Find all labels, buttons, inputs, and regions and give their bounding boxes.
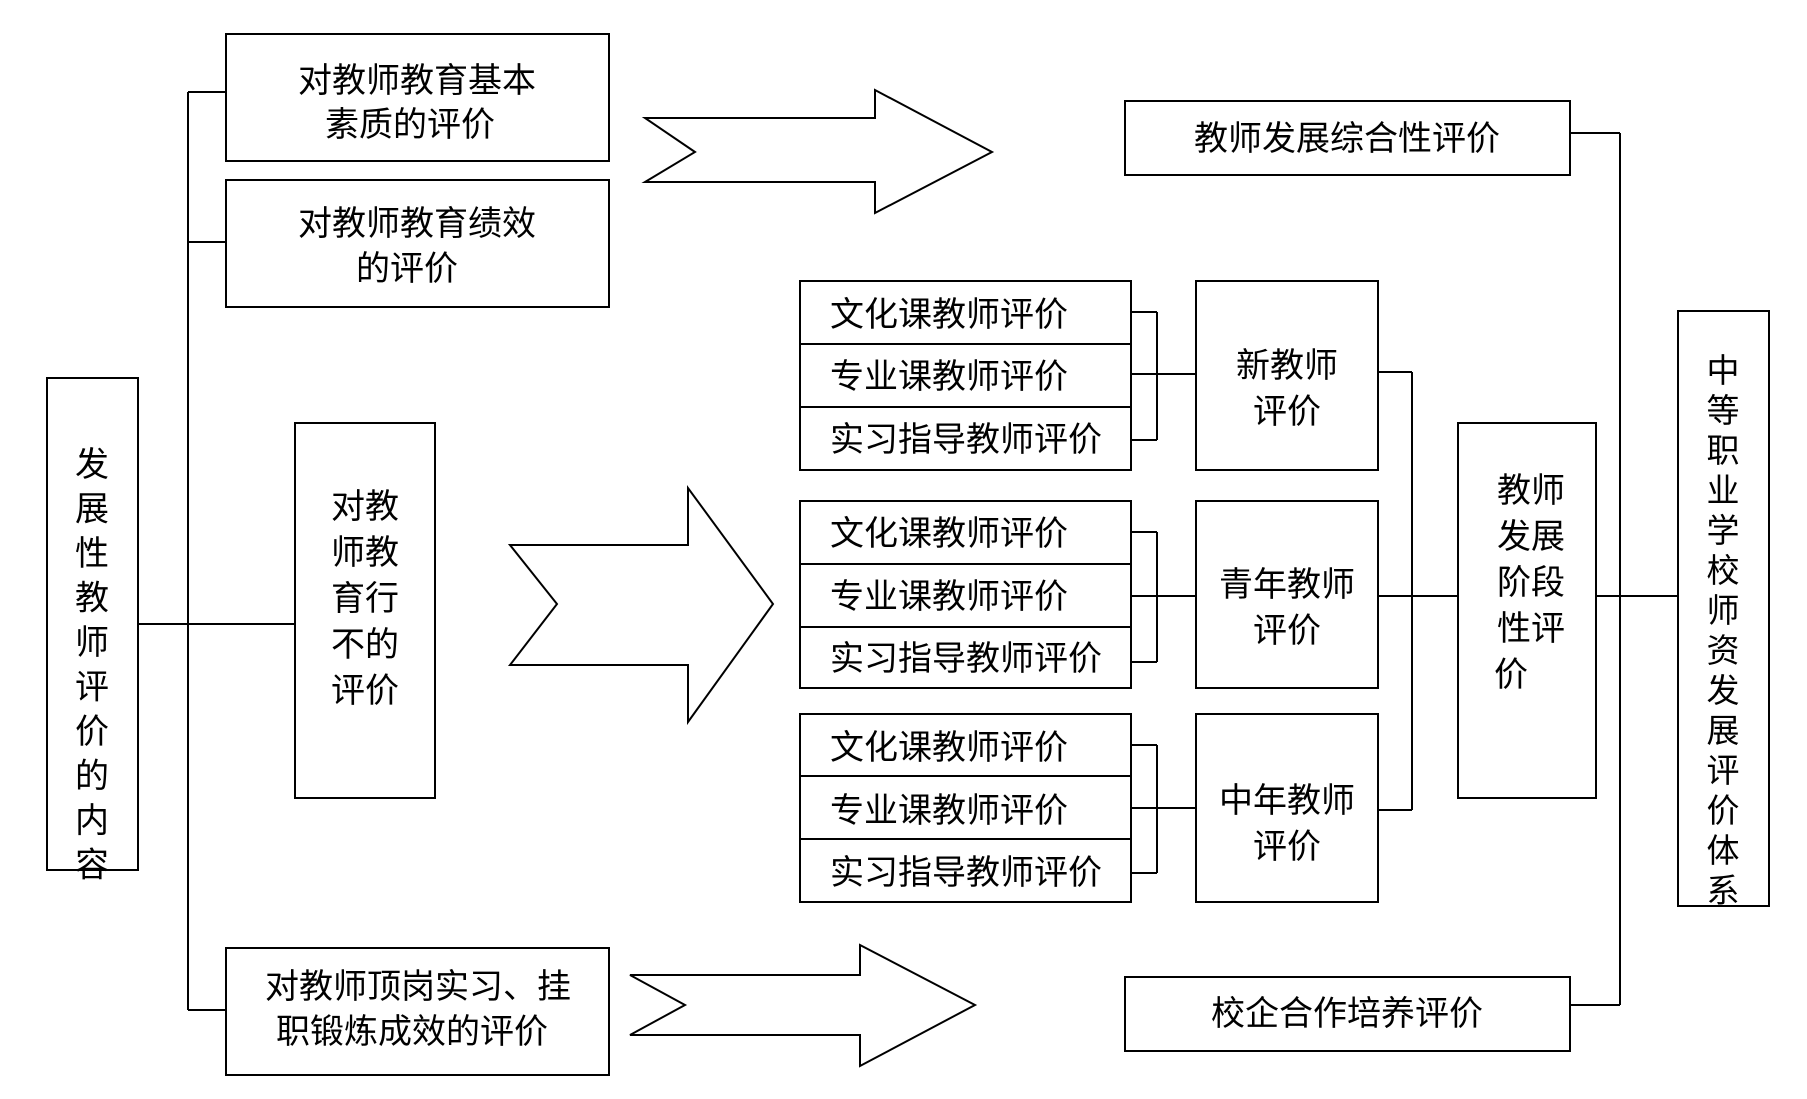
svg-text:专业课教师评价: 专业课教师评价	[830, 791, 1068, 831]
group2-item-professional: 专业课教师评价	[830, 577, 1068, 617]
svg-text:职锻炼成效的评价: 职锻炼成效的评价	[276, 1012, 548, 1052]
stage-evaluation-box: 教师 发展 阶段 性评 价	[1457, 422, 1597, 799]
content-box-performance: 对教师教育绩效 的评价	[225, 179, 610, 308]
svg-text:素质的评价: 素质的评价	[325, 105, 495, 145]
svg-text:中年教师: 中年教师	[1219, 781, 1355, 821]
group3-item-professional: 专业课教师评价	[830, 791, 1068, 831]
svg-text:教师发展综合性评价: 教师发展综合性评价	[1194, 119, 1500, 159]
left-root-box: 发展性教师评价的内容	[46, 377, 139, 886]
group2-stage-line-1: 青年教师	[1219, 565, 1355, 605]
svg-text:专业课教师评价: 专业课教师评价	[830, 577, 1068, 617]
svg-text:育行: 育行	[331, 579, 399, 619]
group2-stage-line-2: 评价	[1253, 611, 1321, 651]
svg-text:评价: 评价	[1253, 611, 1321, 651]
svg-text:师教: 师教	[331, 533, 399, 573]
content-box-behavior: 对教 师教 育行 不的 评价	[294, 422, 436, 799]
behavior-line-5: 评价	[331, 671, 399, 711]
connector-lines	[138, 91, 1678, 1011]
svg-text:实习指导教师评价: 实习指导教师评价	[830, 420, 1102, 460]
group1-item-culture: 文化课教师评价	[830, 295, 1068, 335]
group1-item-internship-guide: 实习指导教师评价	[830, 420, 1102, 460]
group-middle-aged-teachers: 文化课教师评价 专业课教师评价 实习指导教师评价 中年教师 评价	[799, 713, 1379, 903]
basic-quality-line-2: 素质的评价	[325, 105, 495, 145]
svg-text:青年教师: 青年教师	[1219, 565, 1355, 605]
svg-text:评价: 评价	[1253, 392, 1321, 432]
svg-text:专业课教师评价: 专业课教师评价	[830, 357, 1068, 397]
behavior-line-1: 对教	[331, 487, 399, 527]
behavior-line-4: 不的	[331, 625, 399, 665]
svg-text:校企合作培养评价: 校企合作培养评价	[1211, 994, 1483, 1034]
group1-stage-line-2: 评价	[1253, 392, 1321, 432]
performance-line-2: 的评价	[356, 249, 458, 289]
svg-text:对教师教育绩效: 对教师教育绩效	[298, 204, 536, 244]
svg-text:实习指导教师评价: 实习指导教师评价	[830, 639, 1102, 679]
svg-text:的评价: 的评价	[356, 249, 458, 289]
svg-text:新教师: 新教师	[1236, 346, 1338, 386]
group2-item-culture: 文化课教师评价	[830, 514, 1068, 554]
svg-text:对教师教育基本: 对教师教育基本	[298, 61, 536, 101]
svg-text:对教: 对教	[331, 487, 399, 527]
content-box-basic-quality: 对教师教育基本 素质的评价	[225, 33, 610, 162]
group3-stage-line-1: 中年教师	[1219, 781, 1355, 821]
behavior-line-2: 师教	[331, 533, 399, 573]
group-young-teachers: 文化课教师评价 专业课教师评价 实习指导教师评价 青年教师 评价	[799, 500, 1379, 689]
right-root-box: 中等职业学校师资发展评价体系	[1677, 310, 1770, 910]
svg-text:阶段: 阶段	[1497, 563, 1565, 603]
stage-evaluation-line-5: 价	[1494, 655, 1528, 695]
right-root-label: 中等职业学校师资发展评价体系	[1707, 351, 1740, 910]
basic-quality-line-1: 对教师教育基本	[298, 61, 536, 101]
stage-evaluation-line-4: 性评	[1497, 609, 1565, 649]
comprehensive-evaluation-box: 教师发展综合性评价	[1124, 100, 1571, 176]
svg-text:对教师顶岗实习、挂: 对教师顶岗实习、挂	[265, 967, 571, 1007]
content-box-internship: 对教师顶岗实习、挂 职锻炼成效的评价	[225, 947, 610, 1076]
internship-line-1: 对教师顶岗实习、挂	[265, 967, 571, 1007]
school-enterprise-evaluation-label: 校企合作培养评价	[1211, 994, 1483, 1034]
svg-text:不的: 不的	[331, 625, 399, 665]
performance-line-1: 对教师教育绩效	[298, 204, 536, 244]
stage-evaluation-line-1: 教师	[1497, 471, 1565, 511]
svg-text:文化课教师评价: 文化课教师评价	[830, 295, 1068, 335]
svg-text:评价: 评价	[331, 671, 399, 711]
group1-stage-line-1: 新教师	[1236, 346, 1338, 386]
svg-text:文化课教师评价: 文化课教师评价	[830, 514, 1068, 554]
group3-item-internship-guide: 实习指导教师评价	[830, 853, 1102, 893]
svg-text:评价: 评价	[1253, 827, 1321, 867]
group1-item-professional: 专业课教师评价	[830, 357, 1068, 397]
internship-line-2: 职锻炼成效的评价	[276, 1012, 548, 1052]
svg-text:发展: 发展	[1497, 517, 1565, 557]
school-enterprise-evaluation-box: 校企合作培养评价	[1124, 976, 1571, 1052]
arrow-bottom	[629, 943, 978, 1068]
svg-text:文化课教师评价: 文化课教师评价	[830, 728, 1068, 768]
svg-text:实习指导教师评价: 实习指导教师评价	[830, 853, 1102, 893]
group-new-teachers: 文化课教师评价 专业课教师评价 实习指导教师评价 新教师 评价	[799, 280, 1379, 471]
group2-item-internship-guide: 实习指导教师评价	[830, 639, 1102, 679]
behavior-line-3: 育行	[331, 579, 399, 619]
stage-evaluation-line-3: 阶段	[1497, 563, 1565, 603]
stage-evaluation-line-2: 发展	[1497, 517, 1565, 557]
group3-item-culture: 文化课教师评价	[830, 728, 1068, 768]
arrow-top	[641, 88, 995, 215]
arrow-middle	[507, 484, 775, 726]
left-root-label: 发展性教师评价的内容	[75, 445, 109, 886]
svg-text:价: 价	[1494, 655, 1528, 695]
svg-text:性评: 性评	[1497, 609, 1565, 649]
svg-text:教师: 教师	[1497, 471, 1565, 511]
group3-stage-line-2: 评价	[1253, 827, 1321, 867]
comprehensive-evaluation-label: 教师发展综合性评价	[1194, 119, 1500, 159]
